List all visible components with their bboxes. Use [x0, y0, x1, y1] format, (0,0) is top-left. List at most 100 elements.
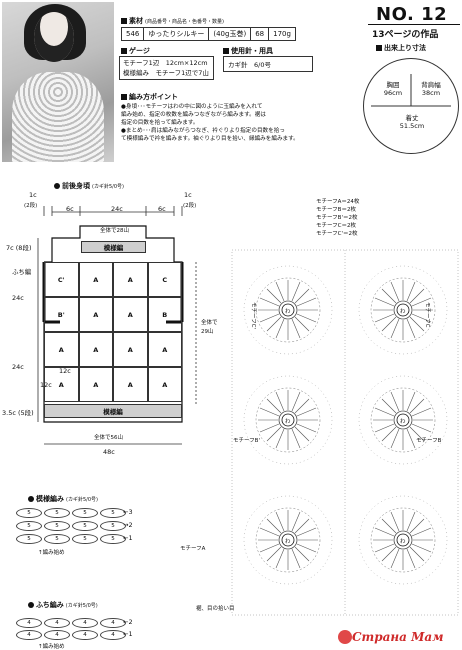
circle-bullet-icon	[54, 183, 60, 189]
stitch-symbol: 4	[44, 618, 70, 628]
motif-cell: A	[113, 332, 148, 367]
points-heading: 編み方ポイント	[121, 92, 178, 102]
fuchi-row-1: 4 4 4 4	[16, 630, 126, 640]
motif-c-prime-label: モチーフC'	[250, 302, 256, 330]
motif-cell: A	[78, 367, 113, 402]
stitch-symbol: 5	[72, 534, 98, 544]
watermark: Страна Мам	[352, 630, 444, 644]
stitch-symbol: 4	[72, 618, 98, 628]
dim-48c: 48c	[103, 448, 115, 456]
moyo-start: ↑編み始め	[38, 550, 65, 556]
motif-cell: A	[78, 297, 113, 332]
dim-1c-right: 1c	[184, 191, 192, 199]
stitch-symbol: 5	[44, 508, 70, 518]
square-bullet-icon	[223, 48, 229, 54]
square-bullet-icon	[376, 45, 382, 51]
dim-6c-left: 6c	[66, 205, 74, 213]
ring-label: わ	[285, 309, 291, 315]
dim-24c-top: 24c	[111, 205, 123, 213]
square-bullet-icon	[121, 48, 127, 54]
schematic-heading: 前後身頃 (カギ針5/0号)	[54, 181, 124, 191]
stitch-symbol: 5	[16, 534, 42, 544]
moyo-heading: 模様編み (カギ針5/0号)	[28, 494, 98, 504]
yarn-number: 546	[120, 27, 145, 41]
yarn-amount: 170g	[268, 27, 296, 41]
motif-cell: A	[113, 297, 148, 332]
motif-cell: A	[147, 332, 182, 367]
circle-bullet-icon	[28, 496, 34, 502]
motif-cell: B'	[44, 297, 79, 332]
stitch-symbol: 5	[72, 521, 98, 531]
ring-label: わ	[400, 419, 406, 425]
fuchi-row-1-label: ←1	[123, 630, 133, 638]
dim-3-5c: 3.5c (5段)	[2, 409, 34, 417]
size-circle-lines	[371, 74, 451, 107]
fuchi-heading: ふち編み (カギ針5/0号)	[28, 600, 98, 610]
pattern-number: NO. 12	[376, 4, 448, 25]
moyo-row-3-label: ←3	[123, 508, 133, 516]
moyo-row-1-label: ←1	[123, 534, 133, 542]
gauge-heading: ゲージ	[121, 46, 150, 56]
dim-1c-left: 1c	[29, 191, 37, 199]
ring-label: わ	[285, 539, 291, 545]
photo-garment	[12, 72, 104, 162]
neck-band: 模様編	[81, 241, 146, 253]
fuchi-row-2: 4 4 4 4	[16, 618, 126, 628]
motif-cell: A	[78, 332, 113, 367]
stitch-symbol: 5	[100, 534, 126, 544]
ring-label: わ	[400, 539, 406, 545]
stitch-symbol: 5	[44, 521, 70, 531]
stitch-symbol: 4	[16, 630, 42, 640]
fuchi-start: ↑編み始め	[38, 644, 65, 650]
motif-cell: C	[147, 262, 182, 297]
side-stitch-count: 29山	[201, 329, 214, 335]
stitch-symbol: 5	[16, 521, 42, 531]
bottom-stitch-count: 全体で56山	[94, 435, 123, 441]
materials-heading: 素材 (商品番号・商品名・色番号・数量)	[121, 16, 224, 26]
neck-stitch-count: 全体で28山	[100, 228, 129, 234]
motif-b-prime-label: モチーフB'	[233, 438, 260, 444]
motif-cell: A	[44, 367, 79, 402]
yarn-color: 68	[250, 27, 270, 41]
motif-cell: A	[78, 262, 113, 297]
gauge-box: モチーフ1辺 12cm×12cm 模様編み モチーフ1辺で7山	[119, 56, 214, 80]
hem-band: 模様編	[44, 404, 182, 418]
yarn-name: ゆったりシルキー	[143, 27, 210, 41]
motif-b-label: モチーフB	[416, 438, 442, 444]
stitch-symbol: 4	[100, 630, 126, 640]
dim-12c-top: 12c	[59, 367, 71, 375]
stitch-symbol: 4	[72, 630, 98, 640]
ring-label: わ	[285, 419, 291, 425]
dim-2-rows-right: (2段)	[183, 203, 197, 209]
stitch-symbol: 5	[100, 521, 126, 531]
model-photo	[2, 2, 114, 162]
stitch-symbol: 4	[100, 618, 126, 628]
moyo-row-3: 5 5 5 5	[16, 508, 126, 518]
square-bullet-icon	[121, 94, 127, 100]
motif-cell: B	[147, 297, 182, 332]
stitch-symbol: 4	[44, 630, 70, 640]
fuchi-row-2-label: ←2	[123, 618, 133, 626]
side-total-label: 全体で	[201, 320, 218, 326]
dim-6c-right: 6c	[158, 205, 166, 213]
tools-heading: 使用針・用具	[223, 46, 273, 56]
stitch-symbol: 4	[16, 618, 42, 628]
motif-c-label: モチーフC	[424, 302, 430, 328]
dim-12c-side: 12c	[40, 381, 52, 389]
dim-2-rows-left: (2段)	[24, 203, 38, 209]
stitch-symbol: 5	[44, 534, 70, 544]
photo-face	[34, 12, 74, 62]
ring-label: わ	[400, 309, 406, 315]
moyo-row-1: 5 5 5 5	[16, 534, 126, 544]
dim-24c-upper: 24c	[12, 294, 24, 302]
moyo-row-2-label: →2	[123, 521, 133, 529]
circle-bullet-icon	[28, 602, 34, 608]
pickup-label: 裾、目の拾い目	[196, 606, 235, 612]
edge-label: ふち編	[12, 268, 32, 276]
title-rule	[368, 24, 460, 25]
motif-cell: C'	[44, 262, 79, 297]
motif-grid: C' A A C B' A A B A A A A A A A A	[44, 262, 182, 402]
motif-cell: A	[44, 332, 79, 367]
